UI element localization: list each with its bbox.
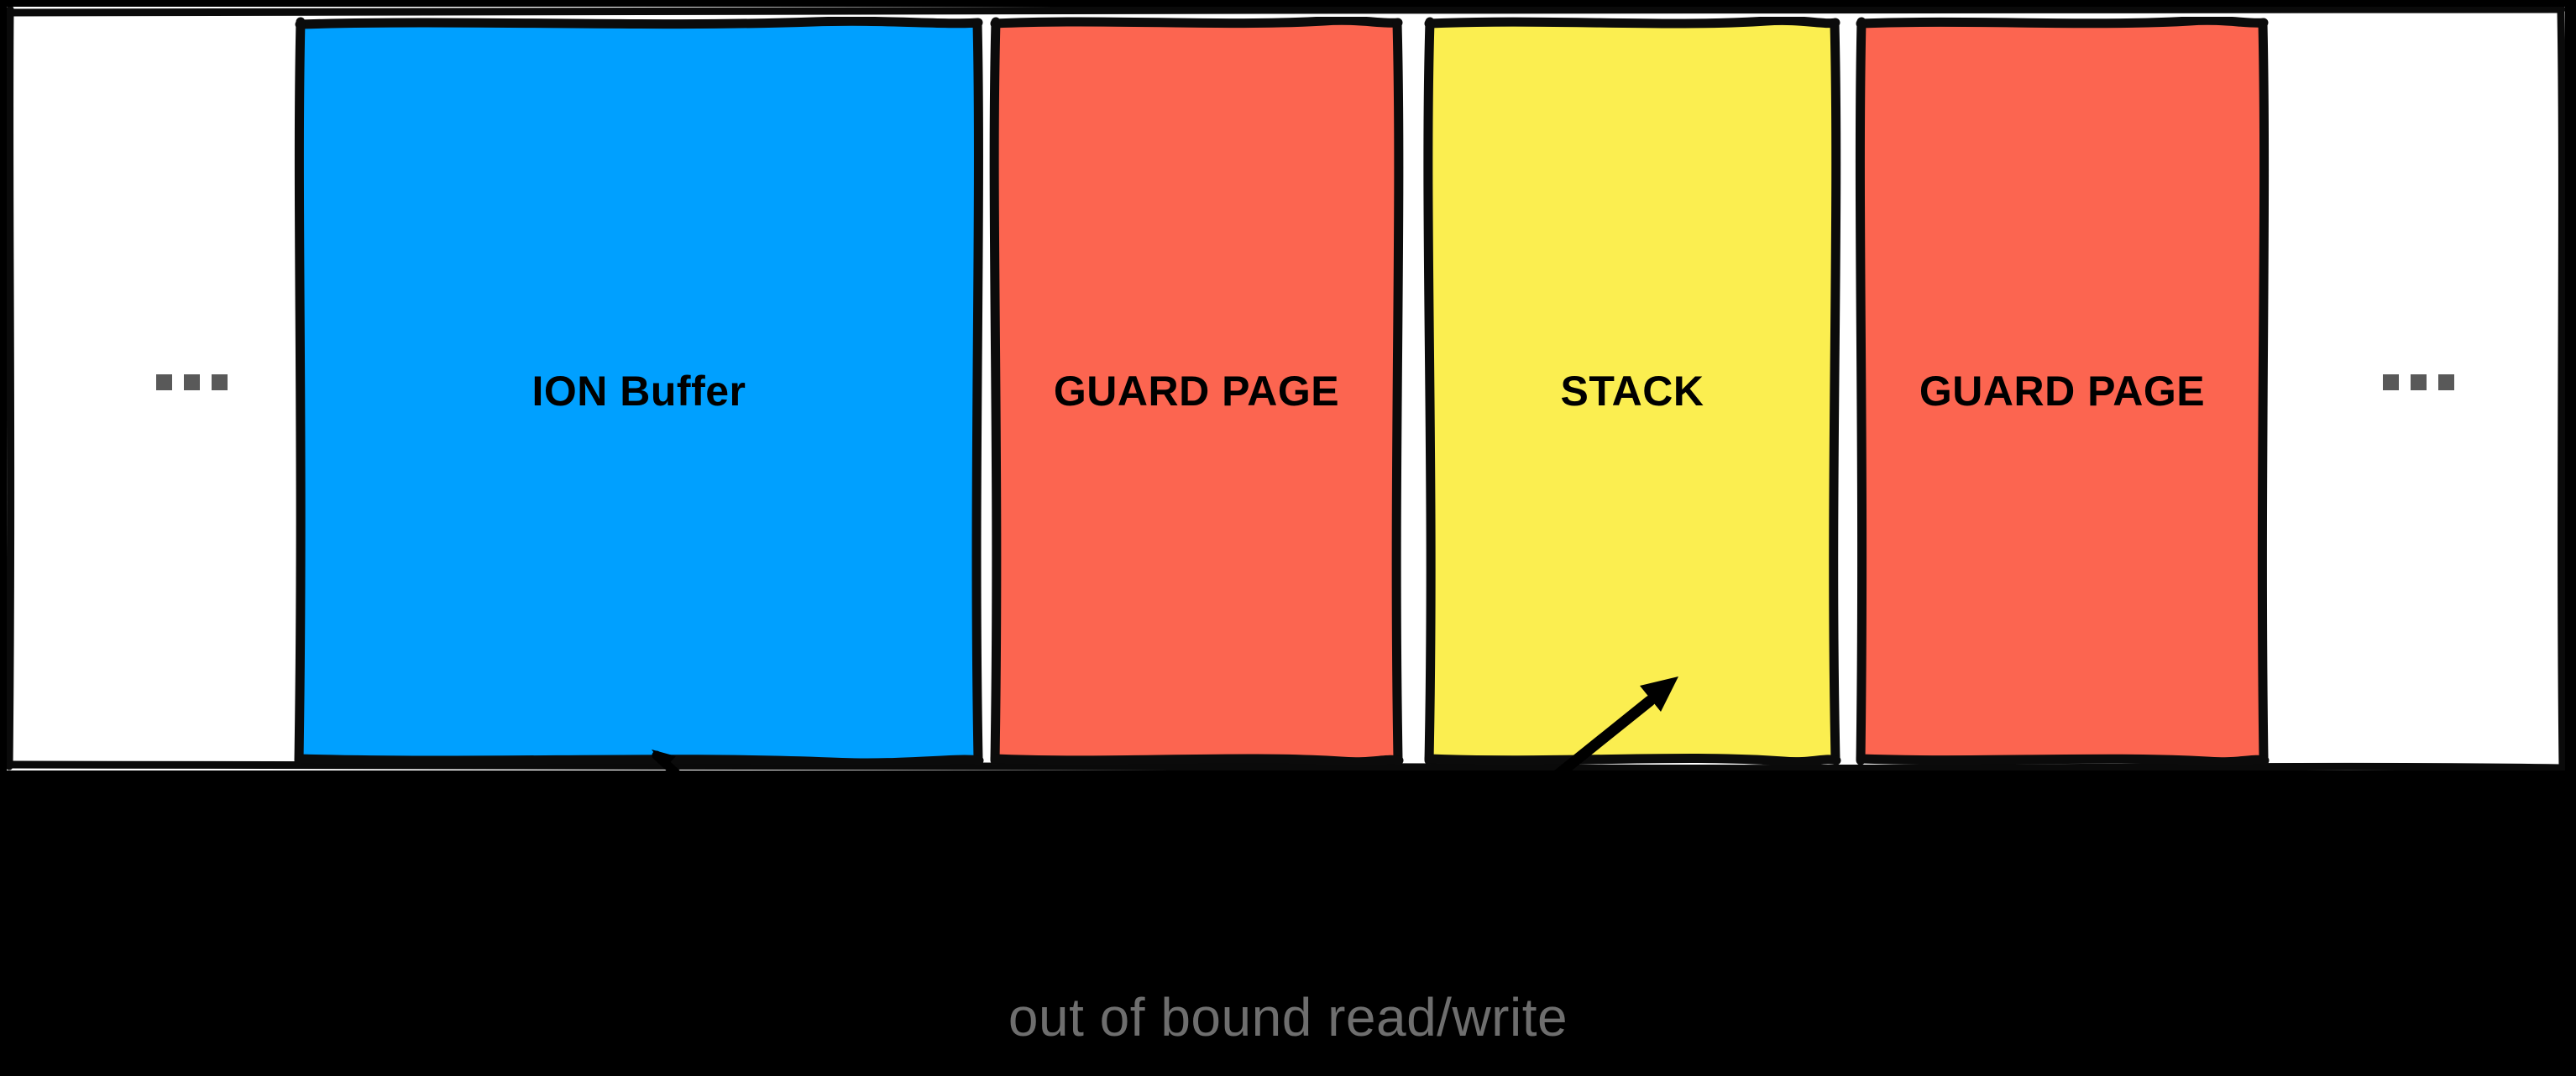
region-fill [993,22,1400,760]
ellipsis-dot [184,374,200,390]
region-label-stack: STACK [1560,368,1704,415]
region-label-guard-page-left: GUARD PAGE [1053,368,1340,415]
ellipsis-dot [156,374,172,390]
memory-region-ion-buffer[interactable]: ION Buffer [294,17,984,765]
ellipsis-dot [2438,374,2454,390]
ellipsis-dot [2411,374,2427,390]
ellipsis-right [2383,374,2454,390]
region-fill [1859,22,2265,760]
ellipsis-dot [212,374,228,390]
memory-layout-panel: ION Buffer GUARD PAGE STACK [7,7,2565,770]
region-fill [298,22,980,760]
region-label-guard-page-right: GUARD PAGE [1919,368,2206,415]
memory-region-guard-page-right[interactable]: GUARD PAGE [1855,17,2270,765]
memory-region-stack[interactable]: STACK [1423,17,1841,765]
ellipsis-left [156,374,228,390]
ellipsis-dot [2383,374,2399,390]
caption-out-of-bound-read-write: out of bound read/write [1008,987,1568,1047]
memory-region-guard-page-left[interactable]: GUARD PAGE [989,17,1404,765]
region-fill [1427,22,1837,760]
region-label-ion-buffer: ION Buffer [531,368,746,415]
